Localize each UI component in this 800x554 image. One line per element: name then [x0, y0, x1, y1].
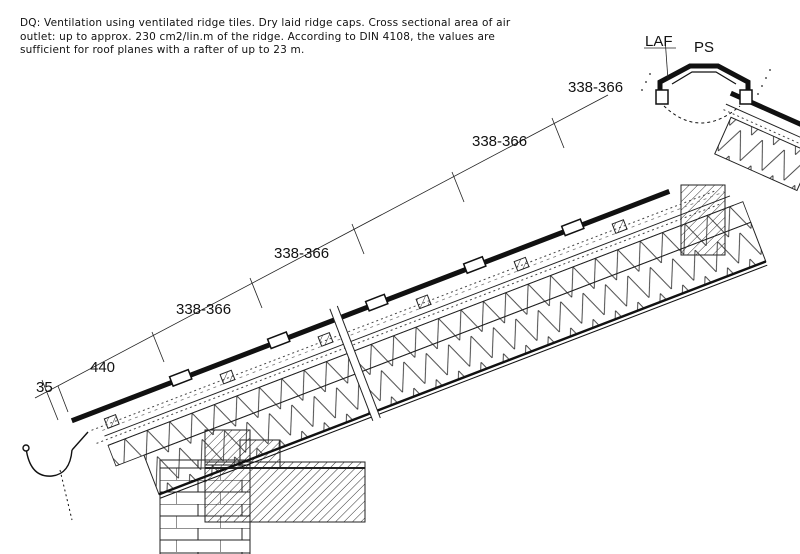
dim-first-batten: 440	[90, 359, 115, 376]
gutter	[22, 431, 89, 521]
label-laf: LAF	[645, 33, 673, 50]
ridge-airflow-dots	[641, 69, 771, 95]
label-ps: PS	[694, 39, 714, 56]
dim-gauge-4: 338-366	[568, 79, 623, 96]
roof-layers	[70, 189, 768, 499]
description-note: DQ: Ventilation using ventilated ridge t…	[20, 17, 511, 56]
dimension-lines	[34, 37, 676, 421]
dim-gauge-2: 338-366	[274, 245, 329, 262]
dim-gauge-3: 338-366	[472, 133, 527, 150]
dim-eave-overhang: 35	[36, 379, 53, 396]
ridge-cap	[655, 63, 753, 124]
dim-gauge-1: 338-366	[176, 301, 231, 318]
right-roof-slope	[714, 90, 800, 192]
